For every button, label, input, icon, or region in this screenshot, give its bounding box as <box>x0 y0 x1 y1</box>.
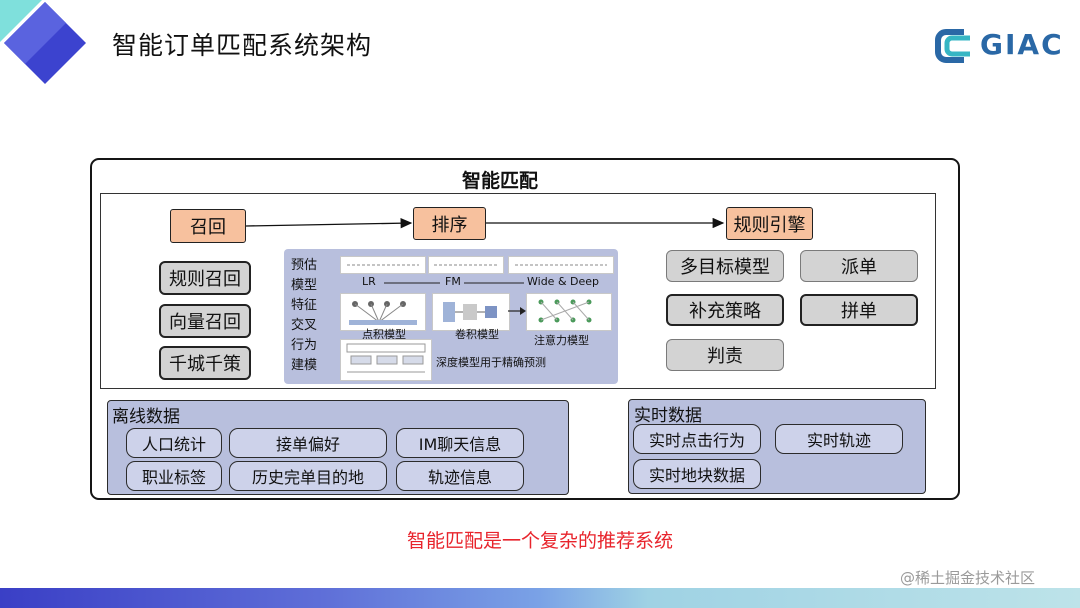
logo-mark-icon <box>935 29 970 63</box>
dot-model-caption: 点积模型 <box>362 328 406 341</box>
offline-item: 人口统计 <box>126 428 222 458</box>
slide-caption: 智能匹配是一个复杂的推荐系统 <box>406 530 673 552</box>
lr-caption: LR <box>362 275 376 288</box>
side-label: 模型 <box>291 278 318 293</box>
side-label: 预估 <box>291 258 318 273</box>
attention-model-caption: 注意力模型 <box>534 334 589 347</box>
realtime-data-title: 实时数据 <box>634 406 702 426</box>
rank-node: 排序 <box>413 207 486 240</box>
bottom-gradient-bar <box>0 588 1080 608</box>
wide-deep-caption: Wide & Deep <box>527 275 599 288</box>
recall-item: 向量召回 <box>159 304 251 338</box>
outer-frame <box>90 158 960 500</box>
realtime-item: 实时地块数据 <box>633 459 761 489</box>
conv-model-thumbnail <box>432 293 510 331</box>
rule-item: 多目标模型 <box>666 250 784 282</box>
wide-deep-formula-thumbnail <box>508 256 614 274</box>
rule-item: 判责 <box>666 339 784 371</box>
model-arrow-icon <box>508 307 526 315</box>
corner-decoration <box>0 0 86 84</box>
offline-item: 历史完单目的地 <box>229 461 387 491</box>
fm-caption: FM <box>445 275 461 288</box>
deep-model-note: 深度模型用于精确预测 <box>436 356 546 369</box>
attention-model-thumbnail <box>526 293 612 331</box>
giac-logo: GIAC <box>934 26 1072 66</box>
side-label: 交叉 <box>291 318 318 333</box>
slide-title: 智能订单匹配系统架构 <box>112 31 373 60</box>
recall-item: 规则召回 <box>159 261 251 295</box>
side-label: 建模 <box>291 358 318 373</box>
conv-model-caption: 卷积模型 <box>455 328 499 341</box>
fm-formula-thumbnail <box>428 256 504 274</box>
watermark: @稀土掘金技术社区 <box>900 569 1036 587</box>
rules-engine-node: 规则引擎 <box>726 207 813 240</box>
offline-item: 接单偏好 <box>229 428 387 458</box>
offline-item: 职业标签 <box>126 461 222 491</box>
lr-formula-thumbnail <box>340 256 426 274</box>
arrow-recall-to-rank <box>245 217 413 229</box>
side-label: 行为 <box>291 338 318 353</box>
realtime-item: 实时点击行为 <box>633 424 761 454</box>
recall-node: 召回 <box>170 209 246 243</box>
matching-frame <box>100 193 936 389</box>
model-side-labels: 预估 模型 特征 交叉 行为 建模 <box>291 256 317 376</box>
behavior-model-thumbnail <box>340 339 432 381</box>
diagram-title: 智能匹配 <box>461 170 538 192</box>
logo-text: GIAC <box>980 28 1064 61</box>
offline-item: IM聊天信息 <box>396 428 524 458</box>
dot-model-thumbnail <box>340 293 426 331</box>
offline-item: 轨迹信息 <box>396 461 524 491</box>
side-label: 特征 <box>291 298 318 313</box>
realtime-item: 实时轨迹 <box>775 424 903 454</box>
rule-item: 派单 <box>800 250 918 282</box>
rule-item: 补充策略 <box>666 294 784 326</box>
recall-item: 千城千策 <box>159 346 251 380</box>
offline-data-title: 离线数据 <box>112 407 180 427</box>
caption-connectors <box>384 282 524 284</box>
rule-item: 拼单 <box>800 294 918 326</box>
